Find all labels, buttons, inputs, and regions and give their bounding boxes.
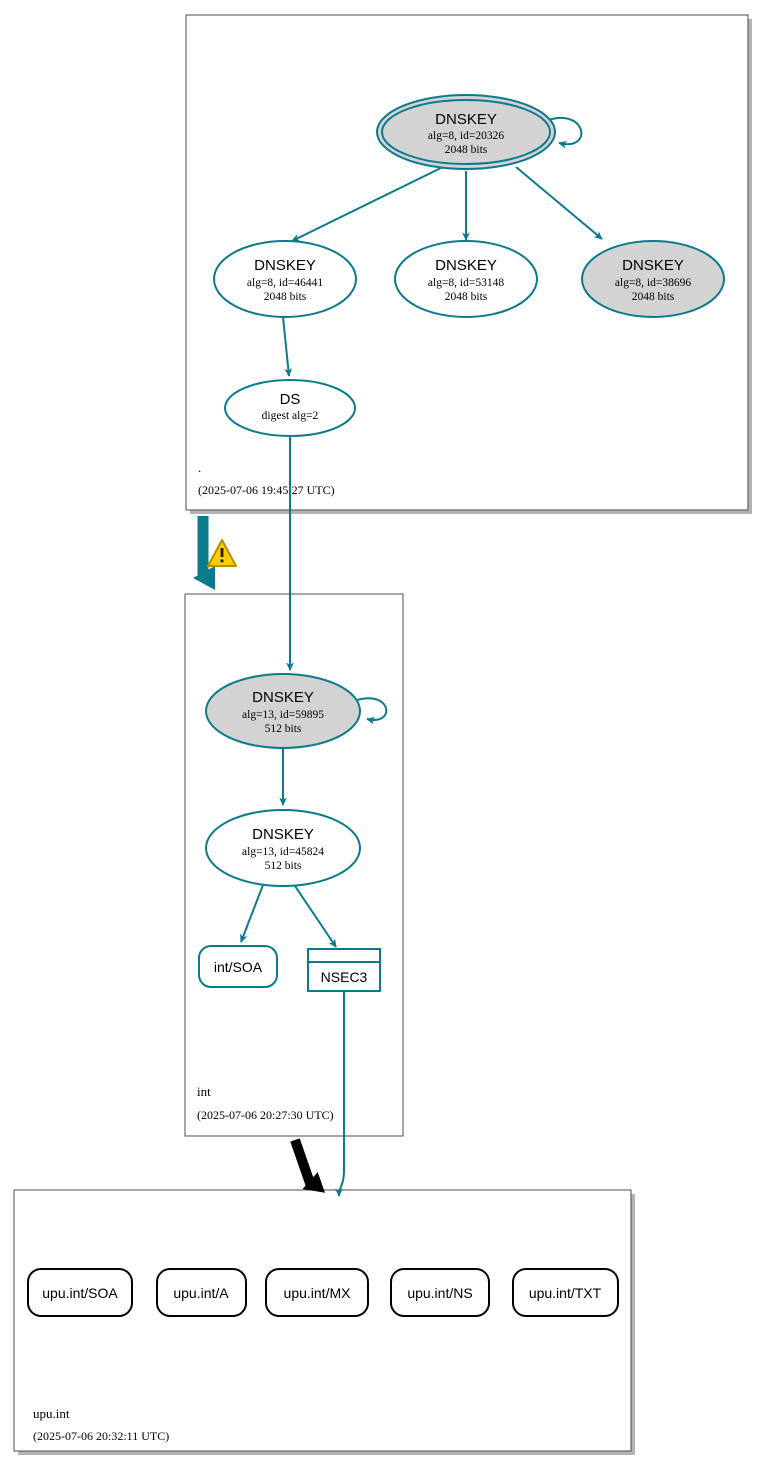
- int-zsk-bits: 512 bits: [265, 860, 302, 872]
- node-dnskey-root-zsk-53148[interactable]: DNSKEY alg=8, id=53148 2048 bits: [394, 240, 538, 318]
- upu-int-txt-box: [512, 1268, 619, 1317]
- int-soa-box: [198, 945, 278, 988]
- zone-upu-int-label: upu.int: [33, 1406, 70, 1421]
- upu-int-soa-label: upu.int/SOA: [42, 1285, 118, 1301]
- root-ksk-title: DNSKEY: [435, 111, 497, 128]
- node-dnskey-root-zsk-46441[interactable]: DNSKEY alg=8, id=46441 2048 bits: [213, 240, 357, 318]
- root-zsk-38696-title: DNSKEY: [622, 257, 684, 274]
- node-ds-root[interactable]: DS digest alg=2: [224, 379, 356, 437]
- edge-int-zsk-signs-soa: [240, 884, 264, 943]
- edge-root-zsk-signs-ds: [282, 316, 293, 377]
- root-zsk-38696-ring: [581, 240, 725, 318]
- zone-int-timestamp: (2025-07-06 20:27:30 UTC): [197, 1108, 334, 1122]
- root-zsk-46441-alg-id: alg=8, id=46441: [247, 277, 323, 289]
- zone-int-label: int: [197, 1084, 211, 1099]
- zone-upu-int-timestamp: (2025-07-06 20:32:11 UTC): [33, 1429, 169, 1443]
- root-ds-ring: [224, 379, 356, 437]
- delegation-int-to-upu-int: [290, 1138, 326, 1193]
- zone-root-timestamp: (2025-07-06 19:45:27 UTC): [198, 483, 335, 497]
- root-zsk-38696-bits: 2048 bits: [632, 291, 675, 303]
- node-rrset-upu-int-mx[interactable]: upu.int/MX: [265, 1268, 369, 1317]
- edge-root-ksk-self-signature: [542, 116, 583, 149]
- root-zsk-53148-alg-id: alg=8, id=53148: [428, 277, 504, 289]
- root-zsk-46441-ring: [213, 240, 357, 318]
- root-ksk-inner-ring: [381, 99, 551, 165]
- int-ksk-title: DNSKEY: [252, 689, 314, 706]
- node-nsec3-int[interactable]: NSEC3: [307, 948, 381, 992]
- int-ksk-bits: 512 bits: [265, 723, 302, 735]
- edge-int-ksk-self-signature: [356, 697, 388, 725]
- zone-upu-int-box: [13, 1189, 632, 1452]
- int-soa-label: int/SOA: [214, 959, 263, 975]
- warning-triangle-icon: [207, 539, 237, 567]
- int-ksk-alg-id: alg=13, id=59895: [242, 709, 324, 721]
- root-zsk-46441-title: DNSKEY: [254, 257, 316, 274]
- root-zsk-53148-title: DNSKEY: [435, 257, 497, 274]
- int-zsk-alg-id: alg=13, id=45824: [242, 846, 324, 858]
- node-rrset-upu-int-a[interactable]: upu.int/A: [156, 1268, 247, 1317]
- edge-root-ksk-signs-zsk-38696: [515, 166, 603, 240]
- root-ksk-alg-id: alg=8, id=20326: [428, 130, 504, 142]
- zone-upu-int: upu.int (2025-07-06 20:32:11 UTC): [13, 1189, 635, 1455]
- upu-int-mx-box: [265, 1268, 369, 1317]
- node-rrset-upu-int-ns[interactable]: upu.int/NS: [390, 1268, 490, 1317]
- upu-int-ns-box: [390, 1268, 490, 1317]
- int-zsk-title: DNSKEY: [252, 826, 314, 843]
- edge-int-zsk-signs-nsec3: [294, 885, 337, 948]
- node-rrset-upu-int-txt[interactable]: upu.int/TXT: [512, 1268, 619, 1317]
- node-rrset-int-soa[interactable]: int/SOA: [198, 945, 278, 988]
- node-rrset-upu-int-soa[interactable]: upu.int/SOA: [27, 1268, 133, 1317]
- node-dnskey-int-ksk-59895[interactable]: DNSKEY alg=13, id=59895 512 bits: [205, 673, 361, 749]
- upu-int-txt-label: upu.int/TXT: [529, 1285, 602, 1301]
- upu-int-ns-label: upu.int/NS: [407, 1285, 472, 1301]
- warning-exclamation-bar: [220, 548, 224, 557]
- edge-root-ksk-signs-zsk-46441: [291, 164, 448, 242]
- warning-exclamation-dot: [220, 559, 224, 563]
- root-zsk-53148-bits: 2048 bits: [445, 291, 488, 303]
- upu-int-mx-label: upu.int/MX: [284, 1285, 352, 1301]
- root-zsk-46441-bits: 2048 bits: [264, 291, 307, 303]
- root-ds-title: DS: [280, 391, 301, 408]
- zone-root-label: .: [198, 460, 201, 475]
- node-dnskey-root-zsk-38696[interactable]: DNSKEY alg=8, id=38696 2048 bits: [581, 240, 725, 318]
- upu-int-a-box: [156, 1268, 247, 1317]
- root-ds-digest-alg: digest alg=2: [262, 410, 319, 422]
- edge-nsec3-proves-upu-int-insecure: [335, 991, 345, 1197]
- upu-int-soa-box: [27, 1268, 133, 1317]
- upu-int-a-label: upu.int/A: [173, 1285, 229, 1301]
- int-zsk-ring: [205, 809, 361, 887]
- node-dnskey-root-ksk-20326[interactable]: DNSKEY alg=8, id=20326 2048 bits: [376, 94, 556, 170]
- nsec3-label: NSEC3: [321, 969, 368, 985]
- node-dnskey-int-zsk-45824[interactable]: DNSKEY alg=13, id=45824 512 bits: [205, 809, 361, 887]
- root-ksk-bits: 2048 bits: [445, 144, 488, 156]
- root-zsk-53148-ring: [394, 240, 538, 318]
- root-zsk-38696-alg-id: alg=8, id=38696: [615, 277, 691, 289]
